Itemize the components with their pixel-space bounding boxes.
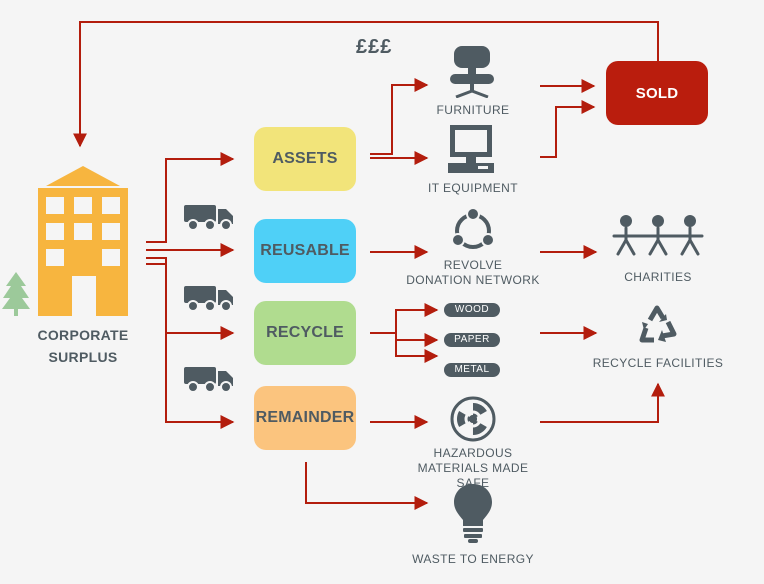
arrow-recycle-to-wood xyxy=(370,303,439,334)
arrow-recycle-to-paper xyxy=(370,332,439,347)
arrow-source-to-assets xyxy=(146,152,235,243)
hazardous-label: HAZARDOUS MATERIALS MADE SAFE xyxy=(400,446,546,491)
charities-label: CHARITIES xyxy=(624,270,692,284)
material-pill-metal: METAL xyxy=(444,363,500,377)
building-icon xyxy=(38,166,128,316)
network-icon xyxy=(451,208,495,249)
truck-icon xyxy=(184,205,233,231)
arrow-recycle-to-metal xyxy=(395,340,439,363)
arrow-hazardous-to-facilities xyxy=(540,382,665,423)
lightbulb-icon xyxy=(454,484,492,543)
assets-box: ASSETS xyxy=(254,127,356,191)
material-pill-wood: WOOD xyxy=(444,303,500,317)
revolve-label-line2: DONATION NETWORK xyxy=(406,273,540,287)
it-equipment-label: IT EQUIPMENT xyxy=(428,181,518,195)
people-icon xyxy=(612,215,704,256)
sold-box: SOLD xyxy=(606,61,708,125)
arrow-remainder-to-waste xyxy=(305,462,429,510)
radiation-icon xyxy=(450,396,496,442)
source-label: CORPORATE SURPLUS xyxy=(20,324,146,368)
arrow-sold-to-source xyxy=(73,21,659,148)
arrow-it-to-sold xyxy=(540,100,596,158)
chair-icon xyxy=(450,46,494,98)
arrow-source-to-remainder xyxy=(146,263,235,429)
recycle-box: RECYCLE xyxy=(254,301,356,365)
tree-icon xyxy=(2,272,30,316)
remainder-box: REMAINDER xyxy=(254,386,356,450)
revolve-label-line1: REVOLVE xyxy=(443,258,503,272)
recycle-facilities-label: RECYCLE FACILITIES xyxy=(592,356,724,370)
material-pill-paper: PAPER xyxy=(444,333,500,347)
waste-label: WASTE TO ENERGY xyxy=(412,552,534,566)
source-label-line1: CORPORATE xyxy=(37,327,129,343)
source-label-line2: SURPLUS xyxy=(48,349,118,365)
truck-icon xyxy=(184,367,233,393)
truck-icon xyxy=(184,286,233,312)
revolve-label: REVOLVE DONATION NETWORK xyxy=(402,258,544,288)
money-label: £££ xyxy=(356,36,393,58)
computer-icon xyxy=(448,125,494,173)
recycle-icon xyxy=(639,305,677,343)
hazardous-label-line1: HAZARDOUS xyxy=(433,446,513,460)
arrow-assets-to-furniture xyxy=(370,78,429,155)
furniture-label: FURNITURE xyxy=(436,103,510,117)
reusable-box: REUSABLE xyxy=(254,219,356,283)
